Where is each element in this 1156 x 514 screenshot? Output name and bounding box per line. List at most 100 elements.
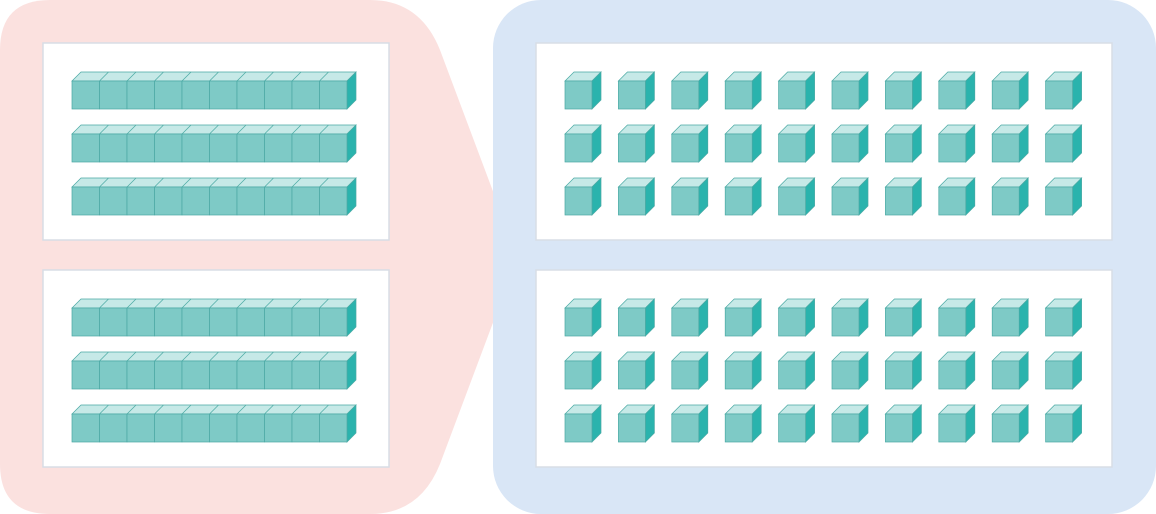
- tens-rod: [71, 71, 357, 110]
- unit-cube: [937, 404, 976, 443]
- unit-cube-face: [99, 360, 128, 390]
- unit-cube-face: [291, 413, 320, 443]
- unit-cube: [937, 298, 976, 337]
- unit-cube-face: [181, 80, 210, 110]
- unit-cube: [884, 177, 923, 216]
- tens-card: [42, 42, 390, 241]
- unit-cube-face: [209, 80, 238, 110]
- unit-cube: [777, 404, 816, 443]
- unit-cube: [617, 404, 656, 443]
- unit-cube: [724, 404, 763, 443]
- unit-cube-face: [71, 133, 100, 163]
- unit-cube-face: [126, 413, 155, 443]
- unit-cube: [564, 298, 602, 337]
- unit-cube-face: [209, 413, 238, 443]
- unit-cube-face: [126, 133, 155, 163]
- unit-cube-face: [209, 307, 238, 337]
- unit-cube-face: [319, 360, 348, 390]
- unit-cube-face: [236, 413, 265, 443]
- tens-rod: [71, 177, 357, 216]
- unit-cube: [777, 351, 816, 390]
- tens-rod: [71, 404, 357, 443]
- unit-cube-face: [99, 80, 128, 110]
- unit-cube: [991, 177, 1030, 216]
- unit-cube: [884, 298, 923, 337]
- unit-cube: [670, 124, 709, 163]
- unit-cube-face: [319, 80, 348, 110]
- unit-cube: [937, 124, 976, 163]
- unit-cube-face: [181, 360, 210, 390]
- unit-cube: [564, 71, 602, 110]
- unit-cube-face: [154, 133, 183, 163]
- unit-cube-face: [126, 80, 155, 110]
- unit-cube: [991, 124, 1030, 163]
- unit-cube: [831, 71, 869, 110]
- unit-cube: [1044, 404, 1083, 443]
- unit-cube-face: [99, 186, 128, 216]
- unit-cube-face: [71, 413, 100, 443]
- unit-cube-face: [291, 133, 320, 163]
- unit-cube: [670, 404, 709, 443]
- unit-cube-face: [126, 186, 155, 216]
- unit-cube-face: [209, 186, 238, 216]
- unit-cube-face: [126, 360, 155, 390]
- unit-cube: [724, 124, 763, 163]
- unit-cube: [831, 177, 869, 216]
- unit-cube-face: [264, 307, 293, 337]
- unit-cube: [777, 298, 816, 337]
- unit-cube-face: [319, 133, 348, 163]
- unit-cube-face: [264, 80, 293, 110]
- unit-cube-face: [181, 413, 210, 443]
- unit-cube: [884, 351, 923, 390]
- unit-cube-face: [236, 80, 265, 110]
- unit-cube-face: [319, 186, 348, 216]
- unit-cube-face: [126, 307, 155, 337]
- unit-cube-face: [264, 133, 293, 163]
- unit-cube-face: [99, 307, 128, 337]
- unit-cube: [564, 351, 602, 390]
- unit-cube-face: [291, 80, 320, 110]
- unit-cube: [884, 404, 923, 443]
- tens-card: [42, 269, 390, 468]
- unit-cube: [991, 298, 1030, 337]
- unit-cube: [724, 71, 763, 110]
- unit-cube-face: [236, 186, 265, 216]
- unit-cube: [1044, 177, 1083, 216]
- tens-rod: [71, 351, 357, 390]
- unit-cube-face: [209, 133, 238, 163]
- unit-cube-face: [154, 80, 183, 110]
- unit-cube-face: [264, 186, 293, 216]
- unit-cube: [884, 71, 923, 110]
- unit-cube: [617, 177, 656, 216]
- unit-cube: [831, 351, 869, 390]
- unit-cube-face: [71, 186, 100, 216]
- unit-cube: [617, 351, 656, 390]
- unit-cube: [670, 177, 709, 216]
- unit-cube: [831, 298, 869, 337]
- unit-cube-face: [319, 307, 348, 337]
- unit-cube-face: [264, 360, 293, 390]
- unit-cube: [831, 124, 869, 163]
- unit-cube: [564, 404, 602, 443]
- unit-cube: [937, 177, 976, 216]
- unit-cube: [777, 71, 816, 110]
- unit-cube-face: [154, 186, 183, 216]
- unit-cube-face: [181, 307, 210, 337]
- unit-cube-face: [99, 133, 128, 163]
- unit-cube: [564, 177, 602, 216]
- unit-cube-face: [71, 80, 100, 110]
- unit-cube: [991, 351, 1030, 390]
- unit-cube-face: [291, 360, 320, 390]
- unit-cube: [617, 71, 656, 110]
- unit-cube: [777, 124, 816, 163]
- unit-cube-face: [154, 307, 183, 337]
- unit-cube: [1044, 351, 1083, 390]
- unit-cube: [991, 71, 1030, 110]
- unit-cube-face: [71, 307, 100, 337]
- unit-cube-face: [71, 360, 100, 390]
- unit-cube: [884, 124, 923, 163]
- unit-cube: [1044, 124, 1083, 163]
- unit-cube-face: [181, 133, 210, 163]
- unit-cube: [991, 404, 1030, 443]
